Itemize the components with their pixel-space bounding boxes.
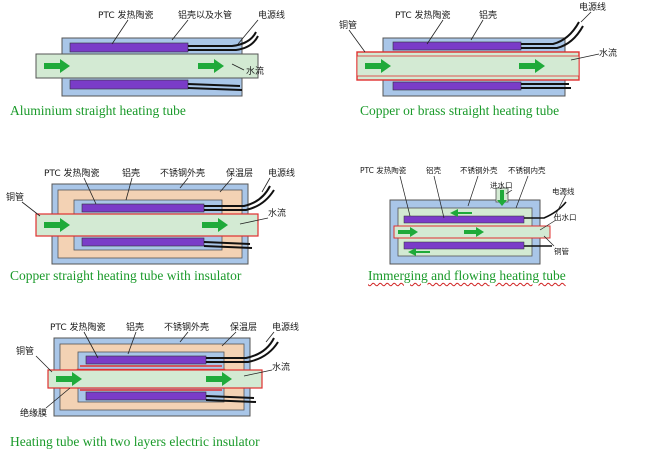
label-copper: 铜管 xyxy=(554,246,569,256)
label-stainless: 不锈钢外壳 xyxy=(160,167,205,179)
power-wire-4 xyxy=(203,245,253,249)
label-stainless: 不锈钢外壳 xyxy=(164,321,209,333)
label-wire: 电源线 xyxy=(552,186,575,196)
flow-arrow-top xyxy=(450,209,472,217)
power-wire-2 xyxy=(204,189,275,211)
power-wire-2 xyxy=(206,341,279,363)
caption-panel4-text: Immerging and flowing heating tube xyxy=(368,268,566,283)
caption-panel3: Copper straight heating tube with insula… xyxy=(10,268,242,283)
flow-arrow-mid xyxy=(464,227,484,237)
ptc-ceramic-top xyxy=(392,41,522,51)
label-copper: 铜管 xyxy=(339,19,357,31)
flow-arrow-out xyxy=(206,372,232,386)
flow-arrow-in xyxy=(44,59,70,73)
ptc-ceramic-top xyxy=(403,215,525,224)
power-wire xyxy=(204,185,271,207)
label-wire: 电源线 xyxy=(272,321,299,333)
label-wire: 电源线 xyxy=(579,1,606,13)
flow-arrow-in xyxy=(365,59,391,73)
label-water: 水流 xyxy=(246,65,264,77)
label-ptc: PTC 发热陶瓷 xyxy=(50,321,106,333)
label-copper: 铜管 xyxy=(6,191,24,203)
label-shell: 铝壳 xyxy=(126,321,144,333)
power-wire xyxy=(524,201,567,219)
label-water: 水流 xyxy=(272,361,290,373)
ptc-ceramic-top xyxy=(85,355,207,365)
label-shell: 铝壳 xyxy=(122,167,140,179)
diagram-immerging-tube: PTC 发热陶瓷 铝壳 不锈钢外壳 不锈钢内壳 进水口 电源线 出水口 铜管 xyxy=(360,165,577,265)
ptc-ceramic-bottom xyxy=(69,79,189,90)
diagram-aluminium-tube: PTC 发热陶瓷 铝壳以及水管 电源线 水流 xyxy=(35,9,285,97)
label-copper: 铜管 xyxy=(16,345,34,357)
copper-tube xyxy=(47,369,263,389)
ptc-ceramic-bottom xyxy=(81,237,205,247)
flow-arrow-in xyxy=(56,372,82,386)
ptc-ceramic-bottom xyxy=(392,81,522,91)
flow-arrow-out xyxy=(202,218,228,232)
power-wire-4 xyxy=(205,399,257,403)
flow-arrow-out xyxy=(198,59,224,73)
label-insulation: 保温层 xyxy=(230,321,257,333)
label-water: 水流 xyxy=(268,207,286,219)
flow-arrow-bottom xyxy=(408,248,430,256)
power-wire xyxy=(521,21,580,45)
label-wire: 电源线 xyxy=(268,167,295,179)
label-shell: 铝壳 xyxy=(479,9,497,21)
ptc-ceramic-bottom xyxy=(85,391,207,401)
ptc-ceramic-top xyxy=(81,203,205,213)
power-wire-2 xyxy=(521,25,584,49)
power-wire-3 xyxy=(203,241,251,245)
caption-panel5: Heating tube with two layers electric in… xyxy=(10,434,260,449)
power-wire-3 xyxy=(205,395,255,399)
power-wire xyxy=(188,31,257,47)
flow-arrow-in xyxy=(44,218,70,232)
label-ptc: PTC 发热陶瓷 xyxy=(44,167,100,179)
label-ptc: PTC 发热陶瓷 xyxy=(395,9,451,21)
label-wire: 电源线 xyxy=(258,9,285,21)
label-film: 绝缘膜 xyxy=(20,407,47,419)
label-outer: 不锈钢外壳 xyxy=(460,165,498,175)
ptc-ceramic-top xyxy=(69,42,189,53)
label-outlet: 出水口 xyxy=(554,212,577,222)
label-ptc: PTC 发热陶瓷 xyxy=(360,165,407,175)
label-shell: 铝壳 xyxy=(426,165,441,175)
flow-arrow-inlet xyxy=(497,190,507,206)
label-inlet: 进水口 xyxy=(490,180,513,190)
label-insulation: 保温层 xyxy=(226,167,253,179)
caption-panel1: Aluminium straight heating tube xyxy=(10,103,186,118)
label-shell: 铝壳以及水管 xyxy=(178,9,232,21)
flow-arrow-out xyxy=(519,59,545,73)
caption-panel4: Immerging and flowing heating tube xyxy=(368,268,566,284)
label-ptc: PTC 发热陶瓷 xyxy=(98,9,154,21)
label-inner: 不锈钢内壳 xyxy=(508,165,546,175)
power-wire-4 xyxy=(187,87,243,91)
copper-tube xyxy=(35,213,259,237)
caption-panel2: Copper or brass straight heating tube xyxy=(360,103,560,118)
label-water: 水流 xyxy=(599,47,617,59)
power-wire xyxy=(206,337,275,359)
ptc-ceramic-bottom xyxy=(403,241,525,250)
diagram-copper-tube: 铜管 PTC 发热陶瓷 铝壳 电源线 水流 xyxy=(339,1,617,97)
power-wire-2 xyxy=(188,35,259,51)
diagram-insulated-copper-tube: 铜管 PTC 发热陶瓷 铝壳 不锈钢外壳 保温层 电源线 水流 xyxy=(6,167,295,265)
flow-arrow-in xyxy=(398,227,418,237)
diagram-double-insulator-tube: 铜管 PTC 发热陶瓷 铝壳 不锈钢外壳 保温层 电源线 水流 绝缘膜 xyxy=(16,321,299,419)
water-tube xyxy=(356,55,580,77)
power-wire-3 xyxy=(187,83,241,87)
